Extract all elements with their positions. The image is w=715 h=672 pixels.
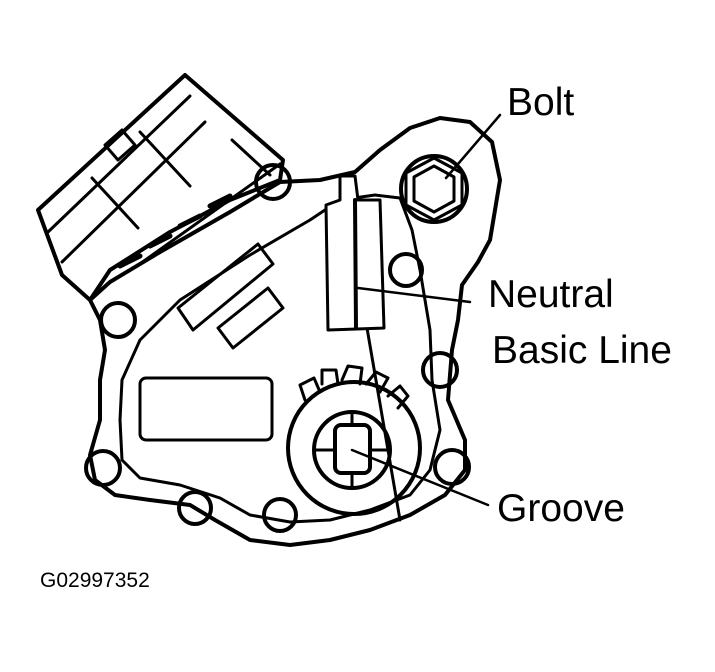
shaft-assembly [286,364,422,516]
basic-line-label: Basic Line [492,329,672,372]
bolt-leader-line [444,113,502,180]
mounting-hole [177,490,213,526]
groove-leader-line [350,448,490,507]
neutral-label: Neutral [488,273,614,316]
mounting-hole [262,497,298,533]
mounting-hole [84,449,122,487]
neutral-leader-line [356,286,472,304]
bolt-label: Bolt [507,81,575,124]
mounting-hole [99,301,137,339]
mounting-hole [433,448,471,486]
mounting-hole [421,351,459,389]
neutral-basic-line-indicator [324,174,386,332]
groove-label: Groove [497,487,625,530]
plate-windows [138,242,285,442]
figure-id: G02997352 [40,569,150,592]
mounting-hole [388,252,424,288]
connector-housing [36,73,285,302]
mounting-hole [254,163,292,201]
leader-lines [350,113,502,507]
mounting-holes [84,163,471,533]
